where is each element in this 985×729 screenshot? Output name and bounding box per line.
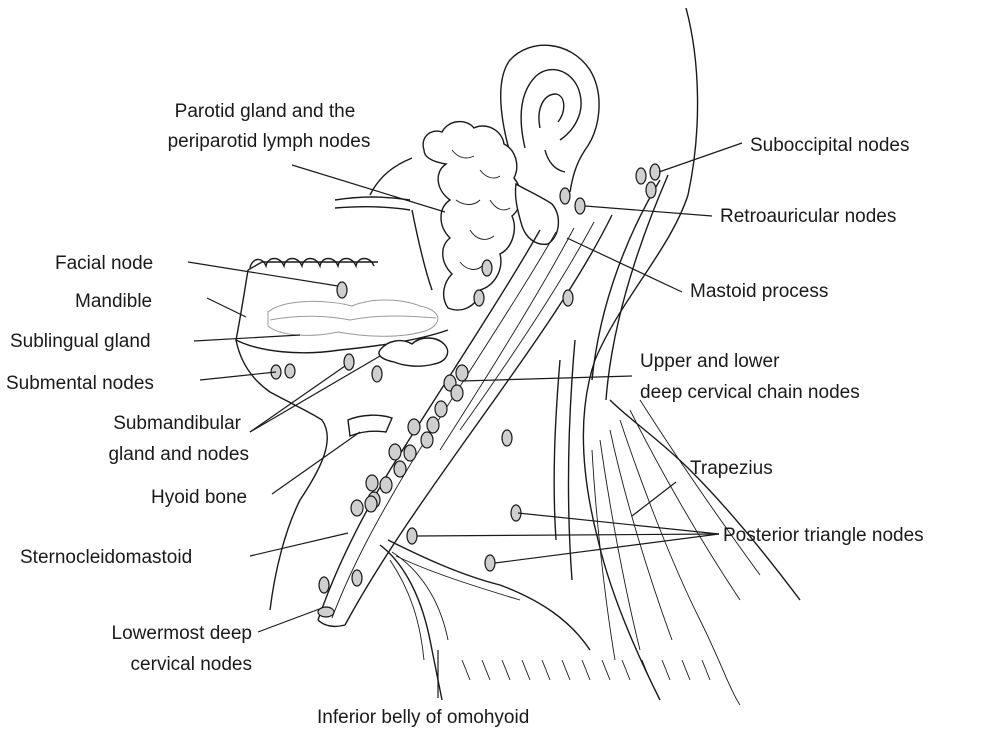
lymph-node — [365, 496, 377, 512]
sublingual-gland — [268, 300, 438, 336]
lymph-node — [474, 290, 484, 306]
posterior-triangle-label: Posterior triangle nodes — [723, 525, 924, 546]
lymph-node — [319, 577, 329, 593]
lymph-node — [380, 477, 392, 493]
lymph-node — [408, 419, 420, 435]
submandibular-label-line2: gland and nodes — [108, 444, 249, 465]
sublingual-label: Sublingual gland — [10, 331, 151, 352]
deep-cervical-label-line1: Upper and lower — [640, 351, 780, 372]
lymph-node — [337, 282, 347, 298]
lowermost-label-line1: Lowermost deep — [112, 623, 252, 644]
lymph-node — [351, 500, 363, 516]
throat-outline — [236, 340, 327, 610]
lymph-node — [563, 290, 573, 306]
lymph-node — [502, 430, 512, 446]
parotid-gland — [423, 122, 520, 310]
clavicle-hatching — [462, 660, 710, 680]
hyoid-label: Hyoid bone — [151, 487, 247, 508]
lymph-node — [344, 354, 354, 370]
lymph-node — [427, 417, 439, 433]
submental-label: Submental nodes — [6, 373, 154, 394]
lowermost-label-line2: cervical nodes — [131, 654, 252, 675]
lymph-node — [435, 401, 447, 417]
lymph-node — [394, 461, 406, 477]
lymph-node — [560, 188, 570, 204]
lymph-node — [646, 182, 656, 198]
lymph-node — [636, 168, 646, 184]
deep-cervical-label-line2: deep cervical chain nodes — [640, 382, 860, 403]
lymph-node — [456, 365, 468, 381]
trapezius-label: Trapezius — [690, 458, 773, 479]
omohyoid-label: Inferior belly of omohyoid — [317, 707, 529, 728]
lymph-node — [407, 528, 417, 544]
facial-node-label: Facial node — [55, 253, 153, 274]
submandibular-label-line1: Submandibular — [113, 413, 241, 434]
lymph-node — [575, 198, 585, 214]
mandible-label: Mandible — [75, 291, 152, 312]
parotid-label-line1: Parotid gland and the — [175, 101, 356, 122]
retroauricular-label: Retroauricular nodes — [720, 206, 896, 227]
suboccipital-label: Suboccipital nodes — [750, 135, 910, 156]
submandibular-gland — [379, 338, 448, 366]
sternocleidomastoid-label: Sternocleidomastoid — [20, 547, 192, 568]
parotid-label-line2: periparotid lymph nodes — [168, 131, 371, 152]
mastoid-label: Mastoid process — [690, 281, 828, 302]
hyoid-bone — [348, 415, 392, 436]
trapezius-muscle — [592, 175, 800, 705]
lymph-node — [485, 555, 495, 571]
lymph-node — [404, 445, 416, 461]
lymph-node — [366, 475, 378, 491]
lymph-node — [372, 366, 382, 382]
lymph-node — [285, 364, 295, 378]
lymph-node — [482, 260, 492, 276]
lymph-node — [389, 444, 401, 460]
lower-teeth — [250, 259, 374, 269]
lymph-node — [421, 432, 433, 448]
lymph-node — [451, 385, 463, 401]
lymph-node — [352, 570, 362, 586]
lymph-node — [650, 164, 660, 180]
